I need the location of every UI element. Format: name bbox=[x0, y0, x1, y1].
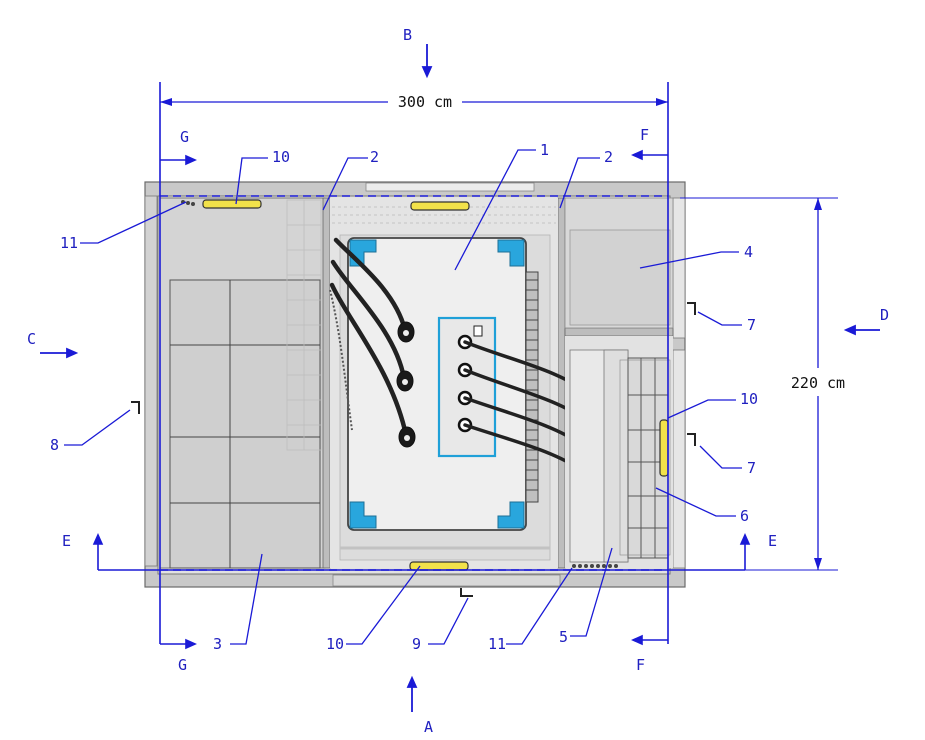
view-marker-a: A bbox=[424, 718, 433, 736]
section-marker-f-bottom: F bbox=[636, 656, 645, 674]
section-lines bbox=[98, 82, 745, 644]
callout-7-upper: 7 bbox=[747, 316, 756, 334]
callout-8: 8 bbox=[50, 436, 59, 454]
view-marker-d: D bbox=[880, 306, 889, 324]
switchgear-cabinets bbox=[159, 197, 326, 569]
light-fixtures bbox=[202, 199, 669, 571]
transformer-room bbox=[329, 198, 607, 568]
callout-9: 9 bbox=[412, 635, 421, 653]
callout-2-left: 2 bbox=[370, 148, 379, 166]
door-handles bbox=[131, 302, 696, 597]
callout-6: 6 bbox=[740, 507, 749, 525]
view-markers: B A C D bbox=[27, 26, 889, 736]
height-dimension-label: 220 cm bbox=[791, 374, 845, 392]
section-arrows bbox=[92, 149, 751, 650]
width-dimension-label: 300 cm bbox=[398, 93, 452, 111]
callout-1: 1 bbox=[540, 141, 549, 159]
dimension-height: 220 cm bbox=[680, 197, 845, 571]
callout-leaders bbox=[64, 149, 742, 645]
section-marker-e-right: E bbox=[768, 532, 777, 550]
section-marker-e-left: E bbox=[62, 532, 71, 550]
callout-10-bottom: 10 bbox=[326, 635, 344, 653]
section-marker-f-top: F bbox=[640, 126, 649, 144]
section-markers: G G F F E E bbox=[62, 126, 777, 674]
callout-11-left: 11 bbox=[60, 234, 78, 252]
callout-11-bottom: 11 bbox=[488, 635, 506, 653]
callout-10-right: 10 bbox=[740, 390, 758, 408]
callout-4: 4 bbox=[744, 243, 753, 261]
section-marker-g-top: G bbox=[180, 128, 189, 146]
callout-3: 3 bbox=[213, 635, 222, 653]
callout-2-right: 2 bbox=[604, 148, 613, 166]
view-marker-c: C bbox=[27, 330, 36, 348]
socket-outlets bbox=[181, 200, 618, 568]
room-4 bbox=[564, 197, 674, 329]
dimension-width: 300 cm bbox=[160, 93, 668, 111]
callout-10-top: 10 bbox=[272, 148, 290, 166]
section-marker-g-bottom: G bbox=[178, 656, 187, 674]
callout-5: 5 bbox=[559, 628, 568, 646]
callout-labels: 1 2 2 3 4 5 6 7 7 8 9 10 10 10 11 11 bbox=[50, 141, 758, 653]
lv-distribution bbox=[565, 336, 673, 568]
view-arrows bbox=[40, 44, 880, 712]
callout-7-lower: 7 bbox=[747, 459, 756, 477]
view-marker-b: B bbox=[403, 26, 412, 44]
